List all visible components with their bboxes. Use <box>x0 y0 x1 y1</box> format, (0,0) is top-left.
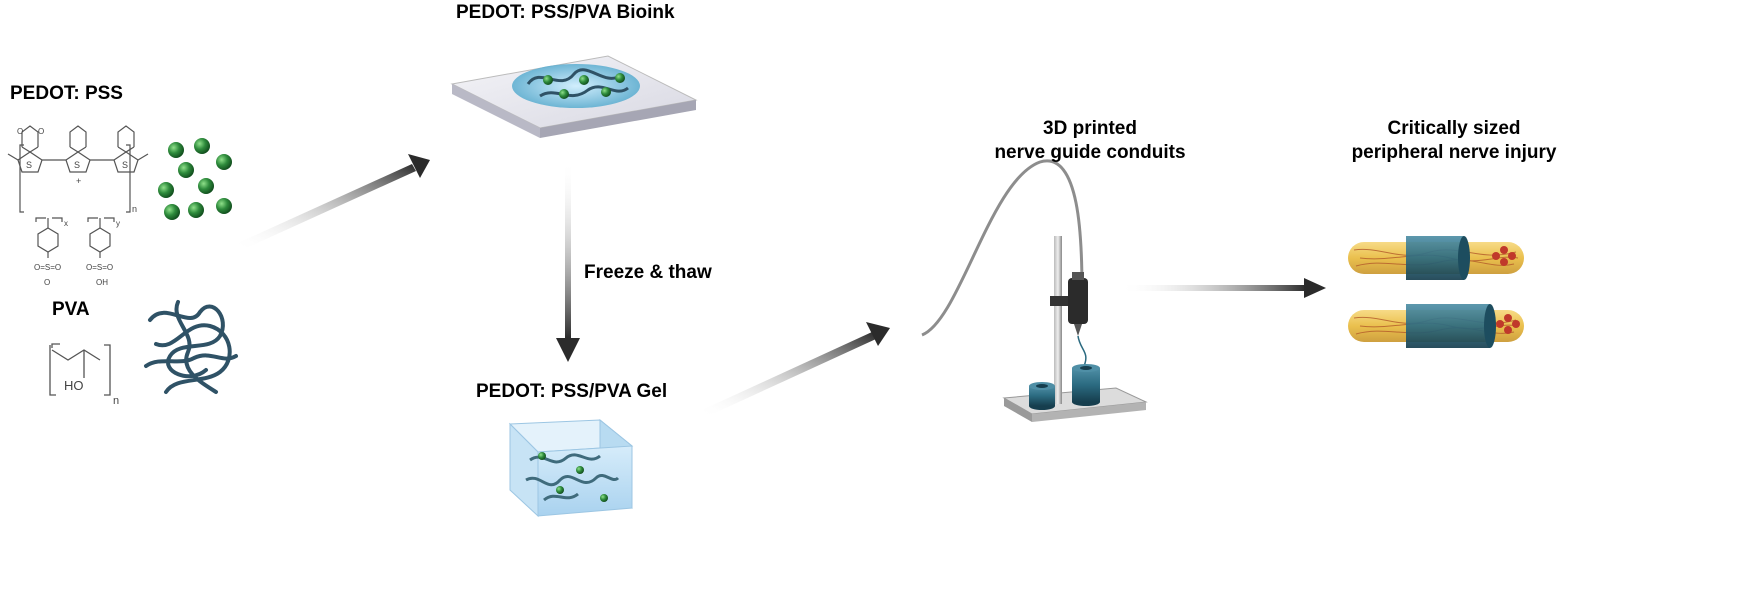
pedot-pss-label: PEDOT: PSS <box>10 82 123 106</box>
svg-text:O: O <box>38 127 44 136</box>
svg-text:S: S <box>74 160 80 170</box>
gel-label: PEDOT: PSS/PVA Gel <box>476 380 667 404</box>
svg-text:O: O <box>17 127 23 136</box>
pva-label: PVA <box>52 298 90 322</box>
svg-text:O: O <box>44 278 50 287</box>
svg-text:+: + <box>76 176 81 186</box>
conduits-label-line2: nerve guide conduits <box>990 141 1190 165</box>
injury-label-line2: peripheral nerve injury <box>1324 141 1584 165</box>
3d-printer <box>922 161 1146 422</box>
pss-unit-1: x O=S=O O <box>34 218 68 287</box>
gel-block <box>510 420 632 516</box>
arrow-to-printer <box>702 322 890 417</box>
freeze-thaw-label: Freeze & thaw <box>584 261 712 285</box>
pedot-particles <box>158 138 232 220</box>
arrow-freeze-thaw <box>556 160 580 362</box>
svg-text:n: n <box>113 395 119 407</box>
pva-structure: HO n <box>50 344 119 407</box>
svg-text:n: n <box>132 204 137 214</box>
svg-text:OH: OH <box>96 278 108 287</box>
arrow-to-injury <box>1120 278 1326 298</box>
svg-text:O=S=O: O=S=O <box>86 263 113 272</box>
svg-text:HO: HO <box>64 378 84 393</box>
conduits-label-line1: 3D printed <box>990 117 1190 141</box>
svg-text:O=S=O: O=S=O <box>34 263 61 272</box>
edot-unit-3: S <box>114 126 138 172</box>
nerve-with-conduit-1 <box>1348 236 1524 280</box>
injury-label-line1: Critically sized <box>1324 117 1584 141</box>
bioink-label: PEDOT: PSS/PVA Bioink <box>456 1 675 25</box>
svg-text:y: y <box>116 219 120 228</box>
conduits-label: 3D printed nerve guide conduits <box>990 117 1190 165</box>
bioink-plate <box>452 56 696 138</box>
nerve-with-conduit-2 <box>1348 304 1524 348</box>
pedot-pss-structure: S O O S + S n x O=S <box>8 124 148 287</box>
edot-unit-1: S O O <box>17 124 44 172</box>
svg-text:S: S <box>122 160 128 170</box>
injury-label: Critically sized peripheral nerve injury <box>1324 117 1584 165</box>
arrow-to-bioink <box>238 154 430 250</box>
pva-chain-tangle <box>146 302 236 392</box>
edot-unit-2: S + <box>66 126 90 186</box>
sulfur-label: S <box>26 160 32 170</box>
printed-conduit-large <box>1072 364 1100 406</box>
printed-conduit-small <box>1029 382 1055 410</box>
svg-text:x: x <box>64 219 68 228</box>
pss-unit-2: y O=S=O OH <box>86 218 120 287</box>
